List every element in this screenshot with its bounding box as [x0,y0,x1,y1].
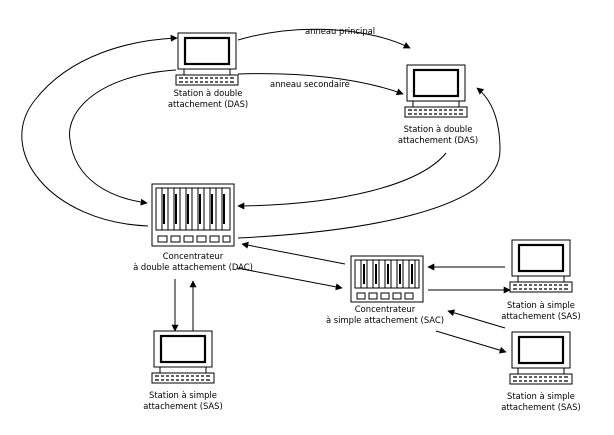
sac-label: Concentrateur à simple attachement (SAC) [320,304,450,326]
das-left-label: Station à double attachement (DAS) [163,88,253,110]
das-right-label: Station à double attachement (DAS) [393,124,483,146]
dac-concentrator-icon [151,183,235,247]
arrow-dac-to-sac [236,267,343,291]
ring-principal-left [21,34,178,227]
ring-label-principal: anneau principal [305,26,376,36]
arrow-sac-to-dac [241,241,346,265]
sas-bottom-right-label-line1: Station à simple [507,391,575,401]
sas-bottom-label-line2: attachement (SAS) [143,401,223,411]
sas-bottom-right-label-line2: attachement (SAS) [501,402,581,412]
das-right-computer-icon [403,63,469,119]
sas-bottom-label-line1: Station à simple [149,390,217,400]
das-left-computer-icon [174,31,240,87]
das-right-label-line2: attachement (DAS) [397,135,479,145]
ring-lines [21,28,501,239]
sas-bottom-right-label: Station à simple attachement (SAS) [496,391,586,413]
sas-bottom-label: Station à simple attachement (SAS) [138,390,228,412]
arrow-sas-br-to-sac [447,309,506,329]
das-right-label-line1: Station à double [403,124,473,134]
sac-concentrator-icon [350,255,424,303]
ring-principal-top [237,28,411,49]
sas-top-right-label-line2: attachement (SAS) [501,311,581,321]
sas-top-right-label: Station à simple attachement (SAS) [496,300,586,322]
arrow-sac-to-sas-br [435,330,507,354]
das-left-label-line1: Station à double [173,88,243,98]
sac-label-line2: à simple attachement (SAC) [326,315,444,325]
ring-secondaire-top [237,73,404,96]
sas-bottom-computer-icon [150,329,216,385]
sas-top-right-computer-icon [508,238,574,294]
connection-lines [171,241,511,354]
sac-label-line1: Concentrateur [354,304,416,314]
dac-label: Concentrateur à double attachement (DAC) [128,251,258,273]
ring-secondaire-left [69,69,177,206]
sas-bottom-right-computer-icon [508,330,574,386]
das-left-label-line2: attachement (DAS) [167,99,249,109]
ring-secondaire-right [237,152,447,210]
sas-top-right-label-line1: Station à simple [507,300,575,310]
ring-label-secondaire: anneau secondaire [270,79,350,89]
dac-label-line2: à double attachement (DAC) [133,262,253,272]
dac-label-line1: Concentrateur [162,251,224,261]
ring-principal-right [237,87,501,239]
